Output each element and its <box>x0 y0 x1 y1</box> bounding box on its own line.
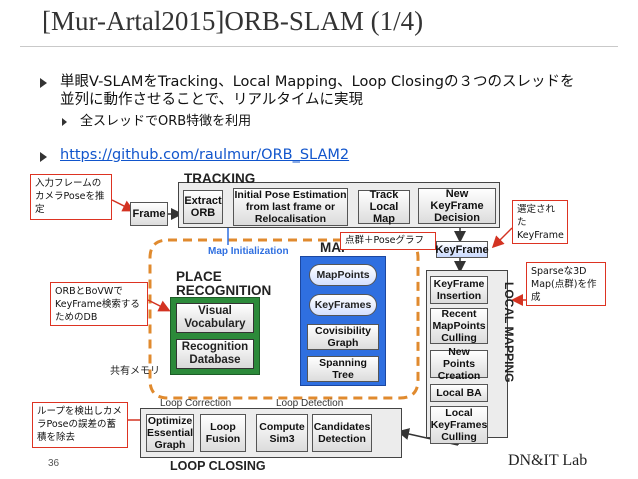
bullet-icon <box>40 78 47 88</box>
orb-bovw-callout: ORBとBoVWでKeyFrame検索するためのDB <box>50 282 148 326</box>
bullet-1-line-2: 並列に動作させることで、リアルタイムに実現 <box>60 92 364 108</box>
loop-closing-label: LOOP CLOSING <box>170 459 266 473</box>
shared-memory-label: 共有メモリ <box>110 366 160 377</box>
place-recognition-label: PLACE RECOGNITION <box>176 269 272 298</box>
loop-detection-label: Loop Detection <box>276 398 344 409</box>
compute-sim3-box: Compute Sim3 <box>256 414 308 452</box>
slide-title: [Mur-Artal2015]ORB-SLAM (1/4) <box>42 6 424 36</box>
local-keyframes-culling-box: Local KeyFrames Culling <box>430 406 488 444</box>
local-mapping-label-wrap: LOCAL MAPPING <box>492 282 522 432</box>
keyframe-box: KeyFrame <box>435 241 489 258</box>
keyframe-insertion-box: KeyFrame Insertion <box>430 276 488 304</box>
candidates-detection-box: Candidates Detection <box>312 414 372 452</box>
input-frame-callout: 入力フレームのカメラPoseを推定 <box>30 174 112 220</box>
new-points-creation-box: New Points Creation <box>430 346 488 382</box>
title-divider <box>20 46 618 47</box>
points-graph-callout: 点群＋Poseグラフ <box>340 232 436 250</box>
loop-detect-callout: ループを検出しカメラPoseの誤差の蓄積を除去 <box>32 402 128 448</box>
spanning-tree-box: Spanning Tree <box>307 356 379 382</box>
github-link[interactable]: https://github.com/raulmur/ORB_SLAM2 <box>60 147 350 163</box>
visual-vocabulary-box: Visual Vocabulary <box>176 303 254 333</box>
selected-keyframe-callout: 選定されたKeyFrame <box>512 200 568 244</box>
optimize-essential-graph-box: Optimize Essential Graph <box>146 414 194 452</box>
new-keyframe-decision-box: New KeyFrame Decision <box>418 188 496 224</box>
track-local-map-box: Track Local Map <box>358 189 410 225</box>
covisibility-graph-box: Covisibility Graph <box>307 324 379 350</box>
initial-pose-box: Initial Pose Estimation from last frame … <box>233 188 348 226</box>
bullet-1-line-1: 単眼V-SLAMをTracking、Local Mapping、Loop Clo… <box>60 74 575 90</box>
tracking-label: TRACKING <box>184 171 256 186</box>
local-mapping-label: LOCAL MAPPING <box>502 282 516 383</box>
page-number: 36 <box>48 458 60 469</box>
sub-bullet: 全スレッドでORB特徴を利用 <box>80 114 252 129</box>
frame-box: Frame <box>130 202 168 226</box>
bullet-icon <box>40 152 47 162</box>
map-initialization-label: Map Initialization <box>208 246 289 257</box>
mappoints-pill: MapPoints <box>309 264 377 286</box>
keyframes-pill: KeyFrames <box>309 294 377 316</box>
extract-orb-box: Extract ORB <box>183 190 223 224</box>
lab-logo: DN&IT Lab <box>508 452 588 469</box>
loop-fusion-box: Loop Fusion <box>200 414 246 452</box>
sparse-3d-callout: Sparseな3D Map(点群)を作成 <box>526 262 606 306</box>
recognition-database-box: Recognition Database <box>176 339 254 369</box>
loop-correction-label: Loop Correction <box>160 398 232 409</box>
recent-mappoints-culling-box: Recent MapPoints Culling <box>430 308 488 344</box>
local-ba-box: Local BA <box>430 384 488 402</box>
sub-bullet-icon <box>62 118 67 126</box>
